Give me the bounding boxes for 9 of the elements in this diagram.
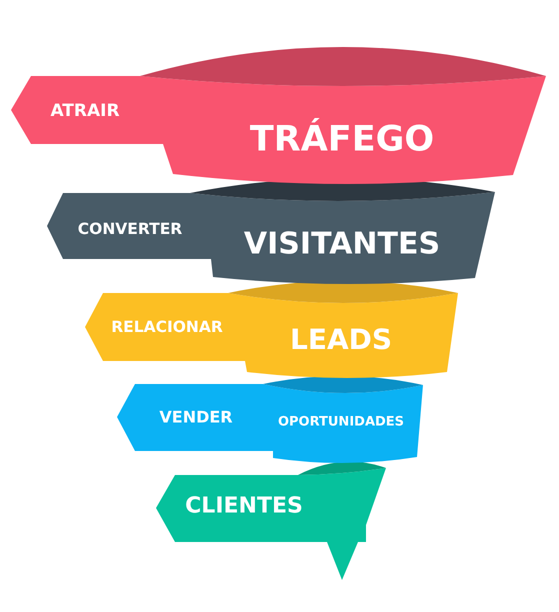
stage-title: CLIENTES — [185, 492, 303, 521]
stage-title: VISITANTES — [244, 226, 440, 264]
action-label: RELACIONAR — [111, 316, 223, 338]
stage-title: TRÁFEGO — [250, 117, 434, 162]
stage-title: OPORTUNIDADES — [278, 414, 404, 432]
action-label: ATRAIR — [50, 100, 120, 122]
action-label: VENDER — [159, 408, 233, 428]
action-label: CONVERTER — [78, 218, 182, 240]
stage-title: LEADS — [290, 322, 392, 358]
